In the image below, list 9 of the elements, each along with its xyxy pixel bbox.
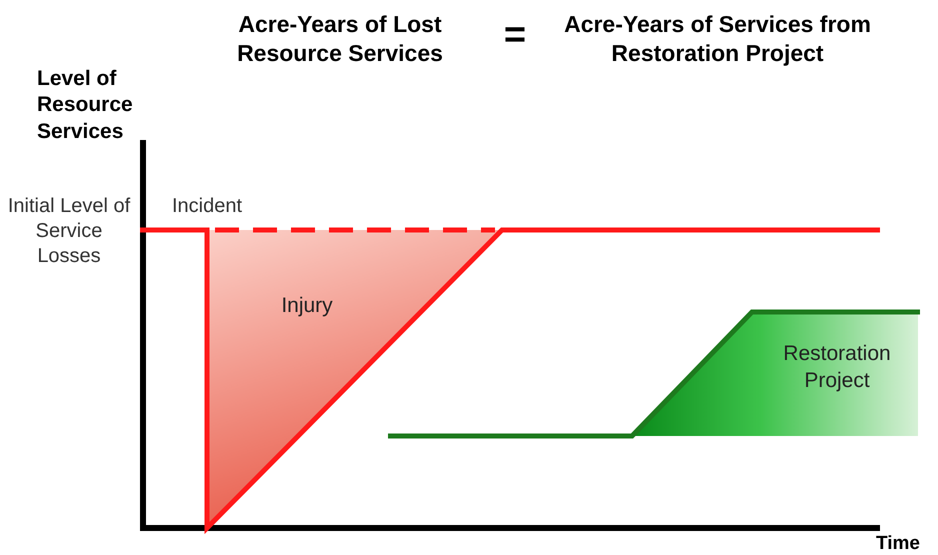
area-label: Injury [280, 293, 334, 319]
axis-title: Level of Resource Services [37, 66, 134, 144]
annotation-text: Incident [172, 194, 244, 219]
annotation-text: Initial Level of Service Losses [6, 194, 132, 269]
equals-sign: = [502, 13, 528, 58]
axis-title: Time [876, 532, 922, 555]
annotation-text: Acre-Years of Lost Resource Services [236, 10, 444, 68]
area-label: Restoration Project [782, 341, 892, 394]
annotation-text: Acre-Years of Services from Restoration Project [563, 10, 872, 68]
